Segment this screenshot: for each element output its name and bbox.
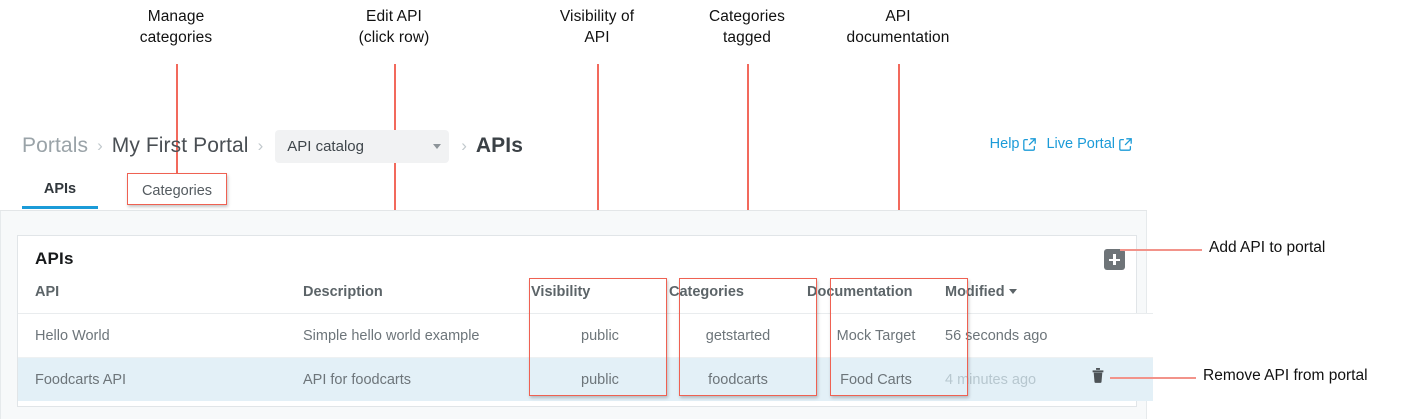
breadcrumb-portal-name[interactable]: My First Portal <box>111 134 249 157</box>
cell-visibility: public <box>531 357 669 401</box>
annotation-edit-api: Edit API (click row) <box>324 6 464 48</box>
portal-app: Portals › My First Portal › API catalog … <box>0 110 1153 419</box>
annotation-line-2: API <box>584 29 610 46</box>
annotation-leader-categories <box>747 64 749 279</box>
breadcrumb-portals[interactable]: Portals <box>22 134 89 157</box>
cell-visibility: public <box>531 313 669 358</box>
column-header-documentation[interactable]: Documentation <box>807 284 945 314</box>
chevron-down-icon <box>433 143 442 149</box>
column-header-categories[interactable]: Categories <box>669 284 807 314</box>
cell-documentation: Mock Target <box>807 313 945 358</box>
annotation-line-2: (click row) <box>358 29 430 46</box>
external-link-icon <box>1119 137 1132 151</box>
cell-modified: 4 minutes ago <box>945 357 1153 401</box>
breadcrumb-separator-icon: › <box>97 136 103 155</box>
column-header-modified[interactable]: Modified <box>945 284 1153 314</box>
trash-icon[interactable] <box>1090 366 1106 384</box>
annotation-line-1: Edit API <box>366 8 422 25</box>
annotation-line-2: categories <box>139 29 213 46</box>
column-header-modified-label: Modified <box>945 284 1005 300</box>
annotation-line-1: Visibility of <box>559 8 635 25</box>
annotation-line-1: Categories <box>709 8 785 25</box>
api-catalog-select-value: API catalog <box>287 137 364 155</box>
annotation-manage-categories: Manage categories <box>106 6 246 48</box>
table-row[interactable]: Hello World Simple hello world example p… <box>18 313 1153 358</box>
cell-api: Foodcarts API <box>18 357 303 401</box>
annotation-leader-manage-categories <box>176 64 178 174</box>
annotation-leader-documentation <box>898 64 900 279</box>
annotation-leader-visibility <box>597 64 599 279</box>
cell-modified: 56 seconds ago <box>945 313 1153 358</box>
table-head: API Description Visibility Categories Do… <box>18 284 1153 314</box>
help-link-label: Help <box>989 136 1020 152</box>
cell-categories: foodcarts <box>669 357 807 401</box>
annotation-api-documentation: API documentation <box>828 6 968 48</box>
table-row[interactable]: Foodcarts API API for foodcarts public f… <box>18 357 1153 401</box>
annotation-line-2: documentation <box>846 29 950 46</box>
annotation-line-1: API <box>885 8 911 25</box>
annotation-remove-api-from-portal: Remove API from portal <box>1203 367 1368 384</box>
table-body: Hello World Simple hello world example p… <box>18 313 1153 401</box>
tab-apis[interactable]: APIs <box>22 172 98 209</box>
header-links: Help Live Portal <box>990 136 1132 152</box>
api-catalog-select[interactable]: API catalog <box>275 129 450 163</box>
breadcrumb-current: APIs <box>475 134 524 157</box>
card-title: APIs <box>35 249 74 268</box>
plus-icon <box>1109 254 1120 265</box>
annotation-categories-tagged: Categories tagged <box>677 6 817 48</box>
annotation-leader-add-api <box>1120 249 1202 251</box>
cell-documentation: Food Carts <box>807 357 945 401</box>
live-portal-link[interactable]: Live Portal <box>1046 136 1132 152</box>
annotation-leader-remove-api <box>1110 377 1196 379</box>
cell-api: Hello World <box>18 313 303 358</box>
breadcrumb: Portals › My First Portal › API catalog … <box>22 129 523 163</box>
breadcrumb-separator-icon: › <box>257 136 264 155</box>
column-header-visibility[interactable]: Visibility <box>531 284 669 314</box>
breadcrumb-separator-icon: › <box>461 136 467 155</box>
tab-categories[interactable]: Categories <box>141 182 213 199</box>
add-api-button[interactable] <box>1104 249 1125 270</box>
annotation-line-1: Manage <box>147 8 205 25</box>
help-link[interactable]: Help <box>990 136 1037 152</box>
cell-description: API for foodcarts <box>303 357 531 401</box>
column-header-description[interactable]: Description <box>303 284 531 314</box>
sort-descending-caret-icon <box>1008 289 1017 294</box>
column-header-api[interactable]: API <box>18 284 303 314</box>
tab-bar: APIs Categories <box>0 172 1147 211</box>
live-portal-link-label: Live Portal <box>1046 136 1115 152</box>
annotation-visibility-of-api: Visibility of API <box>527 6 667 48</box>
table-header-row: API Description Visibility Categories Do… <box>18 284 1153 314</box>
cell-categories: getstarted <box>669 313 807 358</box>
cell-description: Simple hello world example <box>303 313 531 358</box>
annotation-line-2: tagged <box>722 29 771 46</box>
annotation-add-api-to-portal: Add API to portal <box>1209 239 1326 256</box>
apis-table: API Description Visibility Categories Do… <box>18 284 1153 401</box>
apis-card: APIs API Description Visibility Categori… <box>17 235 1153 407</box>
external-link-icon <box>1023 137 1037 151</box>
